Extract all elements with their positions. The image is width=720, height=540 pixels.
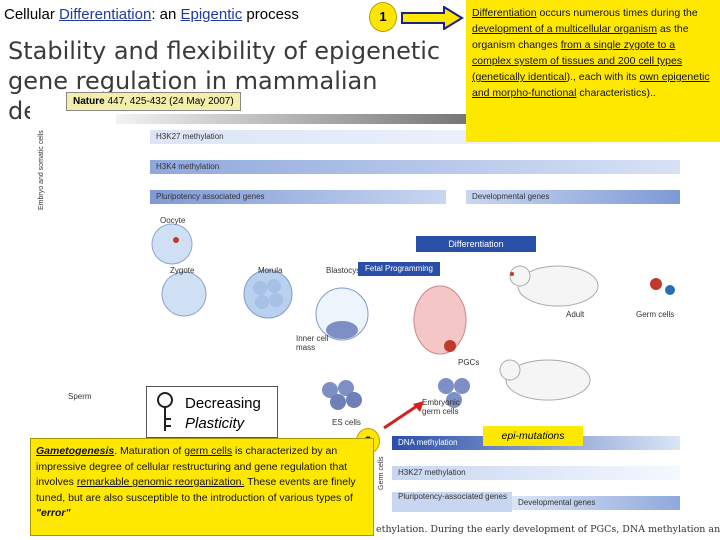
note1-link-development[interactable]: development of a multicellular organism: [472, 23, 658, 35]
label-es-cells: ES cells: [332, 418, 361, 427]
label-sperm: Sperm: [68, 392, 92, 401]
caption-footer: ethylation. During the early development…: [376, 524, 720, 535]
plasticity-line1: Decreasing: [185, 395, 261, 412]
band-developmental: Developmental genes: [466, 190, 680, 204]
plasticity-line2: Plasticity: [185, 415, 245, 432]
label-pgcs: PGCs: [458, 358, 480, 367]
plasticity-box: Decreasing Plasticity: [146, 386, 278, 438]
note1-link-epigenetic[interactable]: own epigenetic and morpho-functional: [472, 71, 710, 99]
label-adult: Adult: [566, 310, 585, 319]
label-inner-cell-mass: Inner cell mass: [296, 334, 329, 352]
note2-link-genomic[interactable]: remarkable genomic reorganization.: [76, 476, 245, 488]
epigentic-link[interactable]: Epigentic: [180, 6, 243, 23]
differentiation-link[interactable]: Differentiation: [59, 6, 152, 23]
band-h3k4: H3K4 methylation: [150, 160, 680, 174]
band-pluripotency: Pluripotency associated genes: [150, 190, 446, 204]
key-icon: [157, 392, 173, 431]
label-morula: Morula: [258, 266, 283, 275]
label-oocyte: Oocyte: [160, 216, 186, 225]
note2-link-germ-cells[interactable]: germ cells: [184, 445, 233, 457]
slide-title: Stability and flexibility of epigenetic …: [8, 37, 441, 125]
band-h3k27-bottom: H3K27 methylation: [392, 466, 680, 480]
epi-mutations-label: epi-mutations: [483, 426, 583, 446]
gametogenesis-note: Gametogenesis. Maturation of germ cells …: [30, 438, 374, 536]
band-developmental-bottom: Developmental genes: [512, 496, 680, 510]
note2-link-gametogenesis[interactable]: Gametogenesis: [36, 445, 115, 457]
band-pluripotency-bottom: Pluripotency-associated genes: [392, 492, 512, 512]
slide-header: Cellular Differentiation: an Epigentic p…: [4, 6, 299, 23]
arrow-right-icon: [401, 6, 464, 30]
differentiation-note: Differentiation occurs numerous times du…: [466, 0, 720, 142]
side-label-bottom: Germ cells: [378, 456, 385, 490]
label-blastocyst: Blastocyst: [326, 266, 363, 275]
differentiation-label: Differentiation: [416, 236, 536, 252]
note1-link-zygote[interactable]: from a single zygote to a complex system…: [472, 39, 683, 83]
gradient-bar: [116, 114, 682, 124]
side-label-top: Embryo and somatic cells: [38, 130, 45, 210]
label-germ-cells: Germ cells: [636, 310, 675, 319]
step-badge-1[interactable]: 1: [369, 2, 397, 32]
fetal-programming-label: Fetal Programming: [358, 262, 440, 276]
arrow-up-right-icon: [383, 401, 424, 430]
label-embryonic-germ-cells: Embryonic germ cells: [422, 398, 460, 416]
citation: Nature 447, 425-432 (24 May 2007): [66, 92, 241, 111]
development-illustration: [151, 223, 675, 410]
note1-link-differentiation[interactable]: Differentiation: [472, 7, 537, 19]
label-zygote: Zygote: [170, 266, 195, 275]
